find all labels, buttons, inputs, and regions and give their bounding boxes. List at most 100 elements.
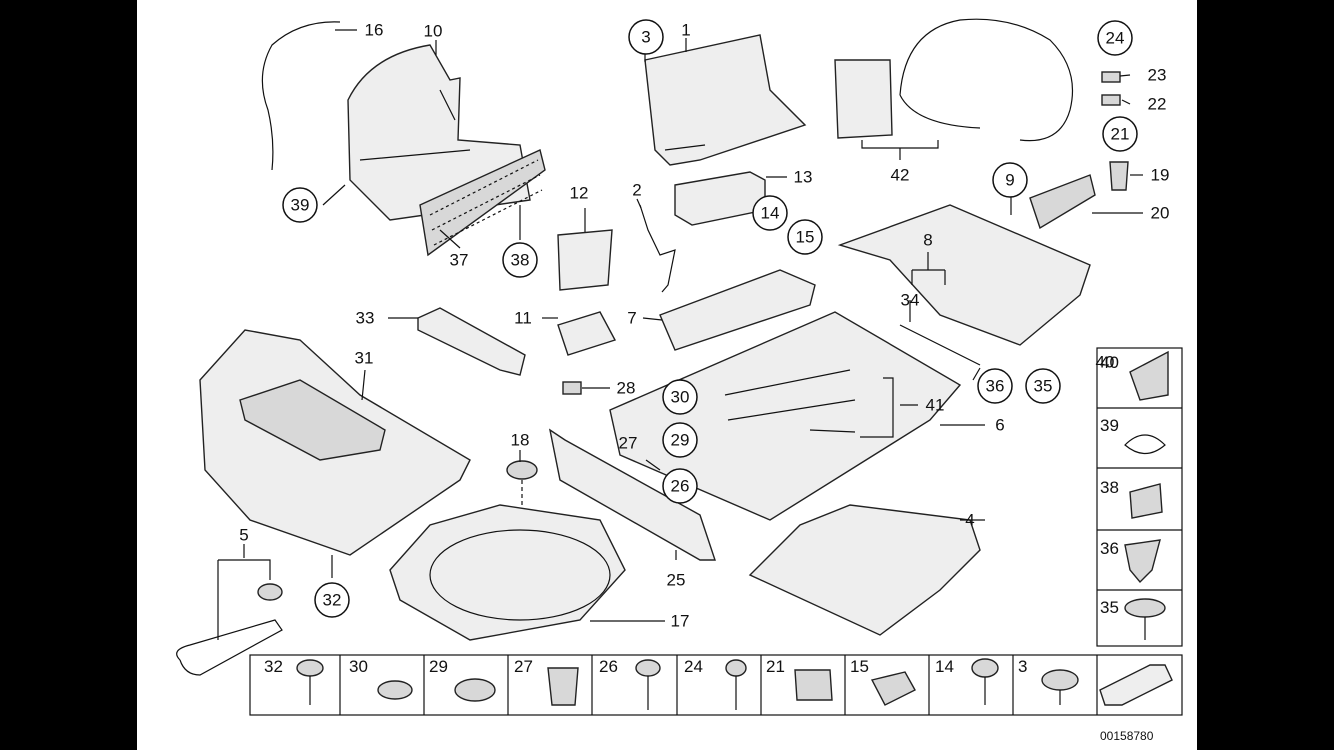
callout-9: 9 [992, 162, 1028, 198]
callout-31: 31 [355, 349, 374, 368]
callout-number: 15 [796, 228, 815, 247]
callout-30: 30 [662, 379, 698, 415]
callout-22: 22 [1148, 95, 1167, 114]
bottom-legend-number: 27 [514, 657, 533, 676]
callout-number: 29 [671, 431, 690, 450]
callout-number: 24 [1106, 29, 1125, 48]
part-17-spare-wheel-well [389, 504, 626, 641]
callout-circle [628, 19, 664, 55]
callout-circle [282, 187, 318, 223]
callout-32: 32 [314, 582, 350, 618]
callout-16: 16 [365, 21, 384, 40]
callout-23: 23 [1148, 66, 1167, 85]
callout-11: 11 [514, 309, 532, 328]
callout-number: 5 [239, 526, 248, 545]
callout-17: 17 [671, 612, 690, 631]
callout-25: 25 [667, 571, 686, 590]
callout-18: 18 [511, 431, 530, 450]
callout-33: 33 [356, 309, 375, 328]
callout-26: 26 [662, 468, 698, 504]
callout-circle [1025, 368, 1061, 404]
callout-circle [662, 468, 698, 504]
callout-10: 10 [424, 22, 443, 41]
part-16-cable [261, 21, 341, 171]
callout-circle [752, 195, 788, 231]
callout-number: 25 [667, 571, 686, 590]
callout-number: 26 [671, 477, 690, 496]
part-41-straps [724, 369, 856, 433]
callout-14: 14 [752, 195, 788, 231]
bottom-legend-number: 24 [684, 657, 703, 676]
callout-40: 40 [1096, 353, 1115, 372]
side-legend-number: 38 [1100, 478, 1119, 497]
callout-number: 21 [1111, 125, 1130, 144]
callout-number: 22 [1148, 95, 1167, 114]
callout-number: 18 [511, 431, 530, 450]
callout-number: 42 [891, 166, 910, 185]
callout-labels: 1234567891011121314151617181920212223242… [239, 19, 1170, 631]
callout-number: 4 [965, 511, 974, 530]
callout-1: 1 [681, 21, 690, 40]
callout-36: 36 [977, 368, 1013, 404]
callout-number: 17 [671, 612, 690, 631]
bottom-legend-number: 3 [1018, 657, 1027, 676]
part-5-strap [176, 559, 283, 676]
side-legend-number: 40 [1100, 353, 1119, 372]
callout-7: 7 [627, 309, 636, 328]
callout-number: 19 [1151, 166, 1170, 185]
callout-3: 3 [628, 19, 664, 55]
callout-circle [314, 582, 350, 618]
callout-number: 34 [901, 291, 920, 310]
callout-number: 10 [424, 22, 443, 41]
callout-41: 41 [926, 396, 945, 415]
callout-37: 37 [450, 251, 469, 270]
part-42-bag-and-rope [834, 18, 1074, 142]
callout-number: 41 [926, 396, 945, 415]
callout-34: 34 [901, 291, 920, 310]
callout-38: 38 [502, 242, 538, 278]
callout-circle [662, 379, 698, 415]
callout-8: 8 [923, 231, 932, 250]
callout-35: 35 [1025, 368, 1061, 404]
callout-number: 39 [291, 196, 310, 215]
callout-2: 2 [632, 181, 641, 200]
callout-28: 28 [617, 379, 636, 398]
part-11-plate [557, 311, 617, 356]
leader-lines [243, 29, 1143, 622]
part-33-block [417, 307, 526, 376]
bottom-legend-number: 32 [264, 657, 283, 676]
callout-number: 35 [1034, 377, 1053, 396]
callout-number: 38 [511, 251, 530, 270]
bottom-legend-number: 21 [766, 657, 785, 676]
callout-number: 31 [355, 349, 374, 368]
part-13-box [674, 171, 766, 226]
callout-number: 32 [323, 591, 342, 610]
callout-circle [662, 422, 698, 458]
bottom-legend-strip [249, 654, 1183, 716]
part-31-trunk-lid-trim [199, 329, 471, 556]
callout-circle [992, 162, 1028, 198]
side-legend-number: 39 [1100, 416, 1119, 435]
side-legend-number: 36 [1100, 539, 1119, 558]
callout-number: 8 [923, 231, 932, 250]
callout-number: 1 [681, 21, 690, 40]
callout-circle [502, 242, 538, 278]
callout-12: 12 [570, 184, 589, 203]
callout-number: 2 [632, 181, 641, 200]
callout-29: 29 [662, 422, 698, 458]
part-12-bin [557, 229, 613, 291]
callout-number: 30 [671, 388, 690, 407]
side-legend-number: 35 [1100, 598, 1119, 617]
callout-42: 42 [891, 166, 910, 185]
callout-circle [1097, 20, 1133, 56]
callout-number: 13 [794, 168, 813, 187]
callout-20: 20 [1151, 204, 1170, 223]
callout-number: 36 [986, 377, 1005, 396]
callout-27: 27 [619, 434, 638, 453]
callout-circle [977, 368, 1013, 404]
part-28-pad [562, 381, 582, 395]
part-25-sill-trim [548, 428, 716, 561]
part-37-net [419, 149, 546, 257]
